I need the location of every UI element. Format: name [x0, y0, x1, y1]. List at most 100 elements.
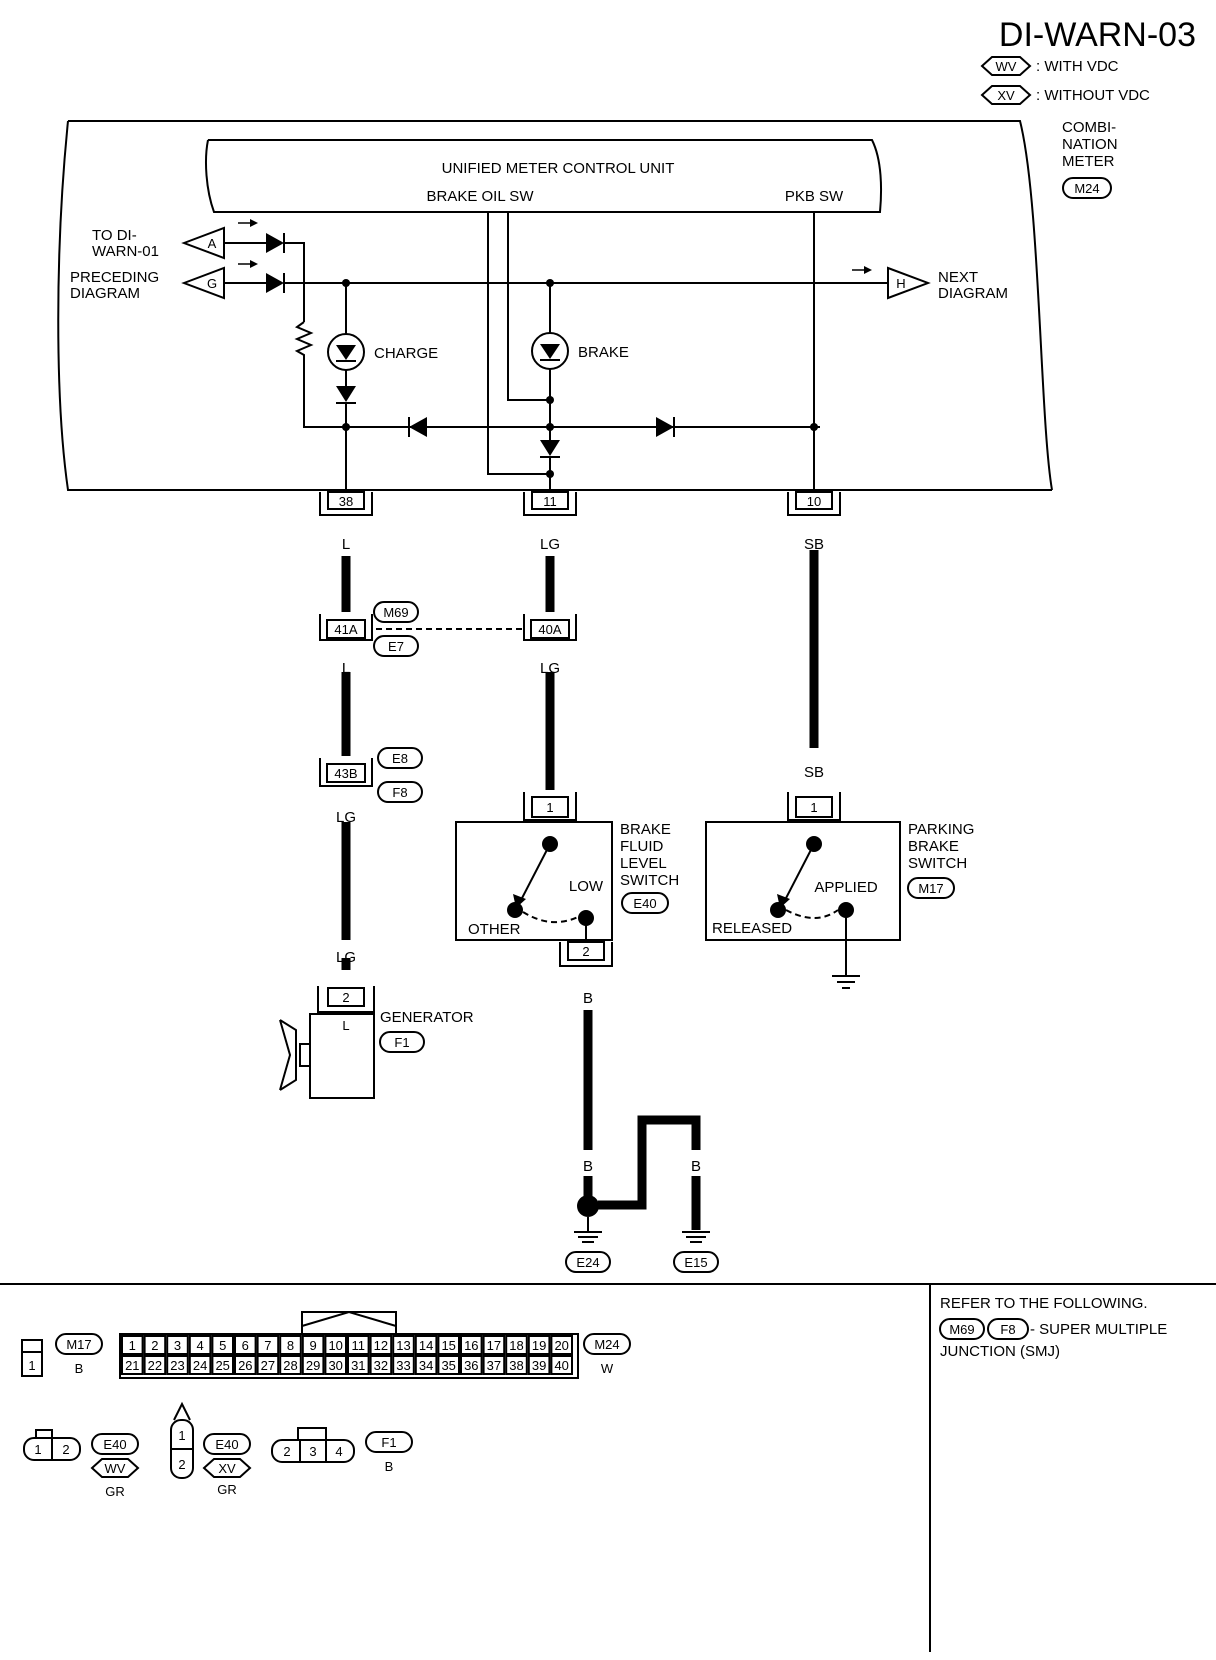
svg-text:F1: F1 — [381, 1435, 396, 1450]
m24-pin-cell — [121, 1335, 144, 1355]
m24-pin-cell — [505, 1335, 528, 1355]
m24-pin-cell — [234, 1335, 257, 1355]
generator-label: GENERATOR — [380, 1009, 474, 1026]
svg-text:E15: E15 — [684, 1255, 707, 1270]
ref-h-triangle: H — [887, 266, 931, 300]
parking-label-3: SWITCH — [908, 855, 967, 872]
connector-view-m17: 1 M17 B — [21, 1333, 103, 1377]
svg-text:H: H — [896, 276, 905, 291]
wire-color-l-1: L — [342, 536, 350, 553]
refer-line-3: JUNCTION (SMJ) — [940, 1343, 1060, 1360]
m24-pin-number: 11 — [352, 1338, 366, 1353]
m24-pin-number: 33 — [396, 1358, 410, 1373]
m24-pin-cell — [550, 1335, 574, 1355]
svg-text:M69: M69 — [383, 605, 408, 620]
m24-pin-cell — [550, 1355, 574, 1375]
badge-m17: M17 — [907, 877, 955, 899]
m24-pin-number: 21 — [125, 1358, 139, 1373]
m24-pin-cell — [211, 1335, 234, 1355]
svg-text:: WITHOUT VDC: : WITHOUT VDC — [1036, 87, 1150, 104]
svg-text:: WITH VDC: : WITH VDC — [1036, 58, 1119, 75]
to-ref-line-2: WARN-01 — [92, 243, 159, 260]
ref-a-triangle: A — [181, 226, 225, 260]
svg-text:B: B — [385, 1459, 394, 1474]
ref-g-triangle: G — [181, 266, 225, 300]
m24-pin-number: 12 — [374, 1338, 388, 1353]
m24-pin-cell — [460, 1335, 483, 1355]
m24-pin-cell — [324, 1335, 347, 1355]
svg-text:A: A — [208, 236, 217, 251]
connector-40a: 40A — [523, 614, 577, 641]
svg-text:F8: F8 — [392, 785, 407, 800]
svg-text:M69: M69 — [949, 1322, 974, 1337]
svg-text:2: 2 — [283, 1444, 290, 1459]
m24-pin-cell — [527, 1355, 551, 1375]
ground-e15: E15 — [673, 1231, 719, 1273]
m24-pin-cell — [392, 1335, 415, 1355]
svg-text:40A: 40A — [538, 622, 561, 637]
m24-pin-number: 18 — [509, 1338, 523, 1353]
m24-pin-number: 3 — [174, 1338, 181, 1353]
badge-e7: E7 — [373, 635, 419, 657]
svg-text:WV: WV — [996, 59, 1017, 74]
svg-text:1: 1 — [810, 800, 817, 815]
svg-text:F8: F8 — [1000, 1322, 1015, 1337]
m24-pin-number: 40 — [554, 1358, 568, 1373]
svg-text:W: W — [601, 1361, 614, 1376]
ground-e24: E24 — [565, 1195, 611, 1273]
meter-label-3: METER — [1062, 153, 1115, 170]
legend-without-vdc: XV : WITHOUT VDC — [980, 85, 1150, 105]
to-ref-line-4: DIAGRAM — [70, 285, 140, 302]
m24-pin-cell — [324, 1355, 347, 1375]
wire-color-lg-3: LG — [336, 809, 356, 826]
svg-text:XV: XV — [218, 1461, 236, 1476]
wire-color-lg-1: LG — [540, 536, 560, 553]
brake-fluid-level-switch: 1 2 — [455, 792, 613, 967]
next-diagram-line-1: NEXT — [938, 269, 978, 286]
wire-color-b-4: B — [691, 1158, 701, 1175]
meter-label-2: NATION — [1062, 136, 1118, 153]
brake-fluid-label-2: FLUID — [620, 838, 664, 855]
svg-text:F1: F1 — [394, 1035, 409, 1050]
m24-pin-cell — [211, 1355, 234, 1375]
wire-color-b-3: B — [637, 1158, 647, 1175]
svg-text:M17: M17 — [918, 881, 943, 896]
svg-text:E7: E7 — [388, 639, 404, 654]
svg-text:11: 11 — [543, 494, 557, 509]
to-ref-line-1: TO DI- — [92, 227, 137, 244]
m24-pin-cell — [166, 1355, 189, 1375]
m24-pin-number: 32 — [374, 1358, 388, 1373]
legend-with-vdc: WV : WITH VDC — [980, 56, 1119, 76]
parking-brake-switch: 1 — [705, 792, 901, 989]
wire-color-b-2: B — [583, 1158, 593, 1175]
m24-pin-number: 1 — [129, 1338, 136, 1353]
badge-e40: E40 — [621, 892, 669, 914]
m24-pin-cell — [414, 1335, 438, 1355]
m24-pin-cell — [234, 1355, 257, 1375]
svg-text:B: B — [75, 1361, 84, 1376]
signal-arrow-icon — [238, 219, 872, 274]
badge-m69: M69 — [373, 601, 419, 623]
brake-fluid-label-4: SWITCH — [620, 872, 679, 889]
badge-f1: F1 — [379, 1031, 425, 1053]
svg-text:E40: E40 — [633, 896, 656, 911]
m24-pin-number: 39 — [532, 1358, 546, 1373]
wire-color-lg-2: LG — [540, 660, 560, 677]
svg-text:1: 1 — [546, 800, 553, 815]
m24-pin-number: 9 — [309, 1338, 316, 1353]
badge-e8: E8 — [377, 747, 423, 769]
released-label: RELEASED — [712, 920, 792, 937]
refer-line-2: - SUPER MULTIPLE — [1030, 1321, 1167, 1338]
m24-pin-cell — [143, 1335, 167, 1355]
m24-pin-cell — [347, 1335, 370, 1355]
svg-text:2: 2 — [582, 944, 589, 959]
svg-text:G: G — [207, 276, 217, 291]
m24-pin-number: 13 — [396, 1338, 410, 1353]
terminal-11: 11 — [523, 491, 577, 516]
m24-pin-number: 31 — [351, 1358, 365, 1373]
svg-text:M17: M17 — [66, 1337, 91, 1352]
refer-badge-m69: M69 — [939, 1318, 985, 1340]
m24-pin-number: 29 — [306, 1358, 320, 1373]
wire-color-b-1: B — [583, 990, 593, 1007]
